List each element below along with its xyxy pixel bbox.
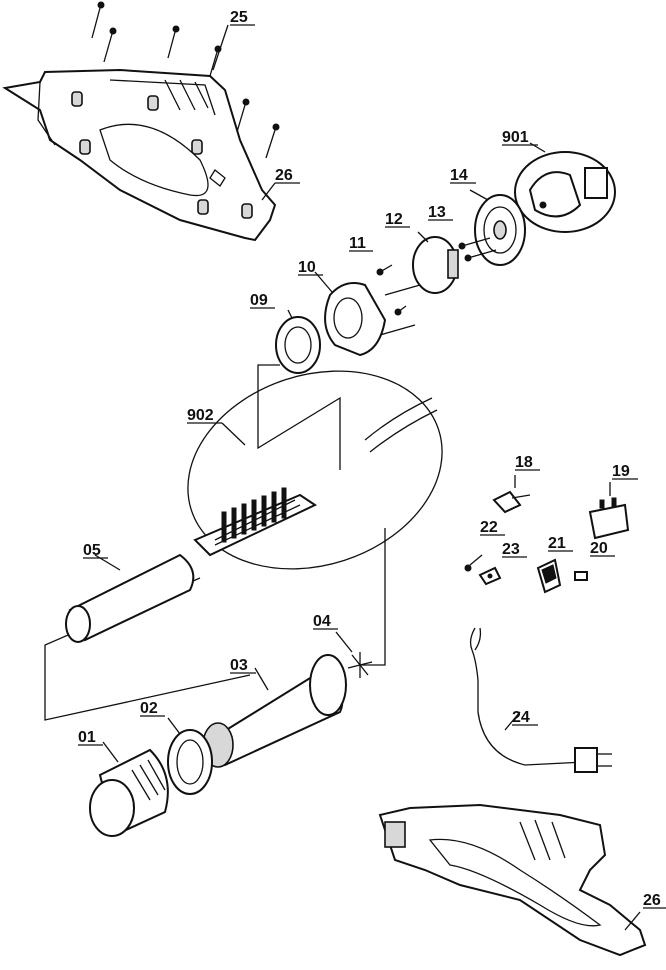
callout-leaders bbox=[212, 24, 276, 446]
callout-04: 04 bbox=[313, 613, 338, 630]
svg-text:20: 20 bbox=[590, 540, 608, 557]
svg-text:19: 19 bbox=[612, 463, 630, 480]
svg-text:23: 23 bbox=[502, 541, 520, 558]
fan-housing-14 bbox=[469, 189, 526, 266]
callout-10: 10 bbox=[298, 259, 323, 276]
housing-half-top bbox=[2, 68, 277, 242]
svg-text:09: 09 bbox=[250, 292, 268, 309]
svg-text:902: 902 bbox=[187, 407, 214, 424]
callout-11: 11 bbox=[349, 235, 373, 252]
svg-text:10: 10 bbox=[298, 259, 316, 276]
callout-901: 901 bbox=[502, 129, 538, 146]
screw-11 bbox=[376, 264, 407, 316]
svg-text:26: 26 bbox=[643, 892, 661, 909]
ring-09 bbox=[275, 309, 321, 374]
callout-02: 02 bbox=[140, 700, 165, 717]
housing-half-bottom bbox=[378, 803, 647, 957]
svg-text:26: 26 bbox=[275, 167, 293, 184]
star-washer-04 bbox=[335, 631, 373, 678]
callout-19: 19 bbox=[612, 463, 638, 480]
svg-text:02: 02 bbox=[140, 700, 158, 717]
callout-03: 03 bbox=[230, 657, 256, 674]
callout-22: 22 bbox=[480, 519, 505, 536]
callout-20: 20 bbox=[590, 540, 615, 557]
rocker-switch-21 bbox=[536, 558, 562, 594]
svg-text:12: 12 bbox=[385, 211, 403, 228]
svg-text:05: 05 bbox=[83, 542, 101, 559]
housing-screws bbox=[91, 1, 280, 159]
svg-text:13: 13 bbox=[428, 204, 446, 221]
svg-text:21: 21 bbox=[548, 535, 566, 552]
svg-text:11: 11 bbox=[349, 235, 366, 252]
switch-part-18 bbox=[492, 475, 531, 514]
callout-24: 24 bbox=[512, 709, 538, 726]
callout-18: 18 bbox=[515, 454, 540, 471]
heating-tube-03 bbox=[202, 654, 347, 768]
svg-text:25: 25 bbox=[230, 9, 248, 26]
screw-22 bbox=[464, 554, 483, 572]
svg-text:03: 03 bbox=[230, 657, 248, 674]
nozzle-01 bbox=[89, 741, 169, 837]
svg-text:24: 24 bbox=[512, 709, 530, 726]
screws-13 bbox=[458, 237, 497, 262]
part-20 bbox=[574, 571, 588, 581]
ring-02 bbox=[167, 717, 213, 795]
terminal-block-19 bbox=[588, 482, 630, 540]
cable-clamp-23 bbox=[478, 566, 502, 586]
motor-detail-901 bbox=[514, 142, 616, 233]
callout-labels: 01 02 03 04 05 09 10 11 12 13 14 18 19 2… bbox=[78, 9, 666, 909]
callout-14: 14 bbox=[450, 167, 476, 184]
tube-05 bbox=[65, 553, 195, 643]
callout-05: 05 bbox=[83, 542, 108, 559]
callout-09: 09 bbox=[250, 292, 275, 309]
callout-23: 23 bbox=[502, 541, 527, 558]
callout-26-top: 26 bbox=[275, 167, 300, 184]
callout-12: 12 bbox=[385, 211, 410, 228]
power-cord-24 bbox=[469, 627, 612, 773]
callout-13: 13 bbox=[428, 204, 453, 221]
callout-21: 21 bbox=[548, 535, 573, 552]
motor-bracket-10 bbox=[314, 271, 421, 357]
svg-text:04: 04 bbox=[313, 613, 331, 630]
callout-25: 25 bbox=[230, 9, 255, 26]
fan-12 bbox=[412, 231, 459, 294]
callout-902: 902 bbox=[187, 407, 222, 424]
svg-text:901: 901 bbox=[502, 129, 529, 146]
svg-text:22: 22 bbox=[480, 519, 498, 536]
svg-text:14: 14 bbox=[450, 167, 468, 184]
callout-01: 01 bbox=[78, 729, 103, 746]
svg-text:01: 01 bbox=[78, 729, 96, 746]
callout-26-bottom: 26 bbox=[643, 892, 666, 909]
heating-element-detail-902 bbox=[187, 370, 443, 570]
svg-text:18: 18 bbox=[515, 454, 533, 471]
